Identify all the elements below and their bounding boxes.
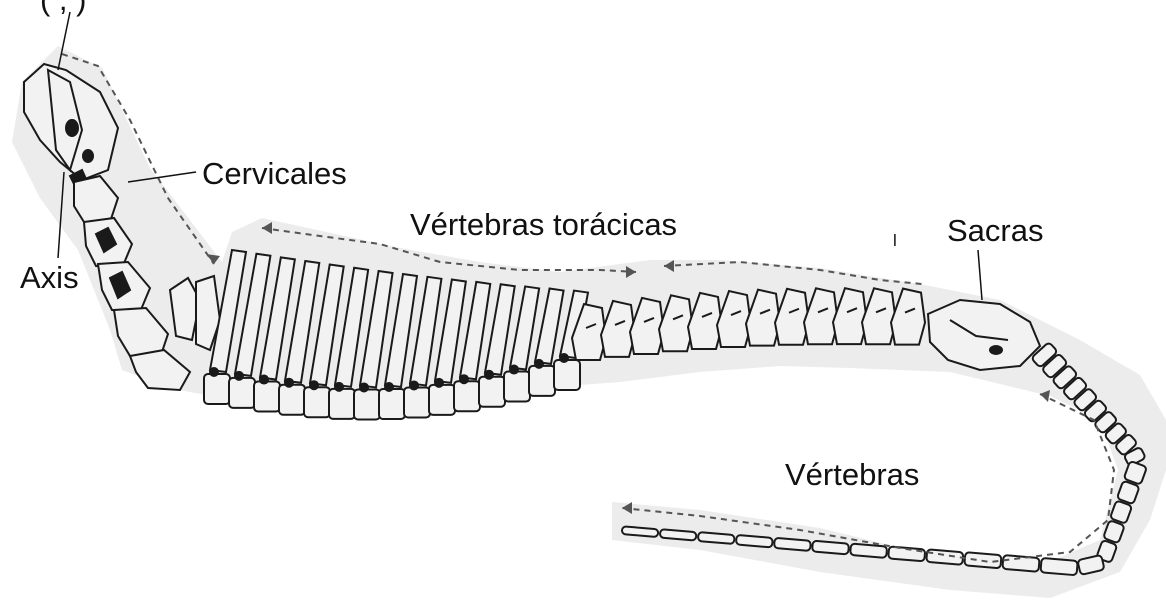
stray-mark: l bbox=[893, 232, 897, 249]
caudal-vertebra bbox=[622, 526, 659, 537]
thoracic-vertebral-body bbox=[354, 389, 380, 419]
thoracic-vertebral-body bbox=[554, 360, 580, 390]
thoracic-rib-head bbox=[209, 367, 219, 377]
thoracic-vertebral-body bbox=[529, 366, 555, 396]
thoracic-vertebral-body bbox=[204, 374, 230, 404]
caudal-vertebra bbox=[850, 544, 887, 558]
thoracic-rib-head bbox=[359, 382, 369, 392]
thoracic-vertebral-body bbox=[379, 389, 405, 419]
thoracic-vertebral-body bbox=[454, 381, 480, 411]
thoracic-rib-head bbox=[409, 380, 419, 390]
thoracic-vertebral-body bbox=[404, 387, 430, 417]
thoracic-vertebral-body bbox=[254, 382, 280, 412]
axis-label: Axis bbox=[20, 262, 79, 293]
caudal-vertebra bbox=[698, 532, 735, 544]
thoracic-vertebral-body bbox=[329, 389, 355, 419]
caudal-vertebra bbox=[774, 538, 811, 551]
thoracic-rib-head bbox=[384, 382, 394, 392]
thoracic-vertebral-body bbox=[279, 385, 305, 415]
caudal-vertebra bbox=[1002, 555, 1039, 572]
thoracic-rib-head bbox=[559, 353, 569, 363]
thoracic-rib-head bbox=[484, 370, 494, 380]
caudal-vertebra bbox=[736, 535, 773, 548]
sacral-label: Sacras bbox=[947, 215, 1043, 246]
thoracic-rib-head bbox=[509, 365, 519, 375]
thoracic-vertebral-body bbox=[479, 377, 505, 407]
thoracic-rib-head bbox=[284, 378, 294, 388]
caudal-vertebra bbox=[812, 541, 849, 555]
thoracic-rib-head bbox=[259, 375, 269, 385]
thoracic-vertebral-body bbox=[504, 372, 530, 402]
caudal-vertebra bbox=[926, 549, 963, 565]
thoracic-rib-head bbox=[459, 374, 469, 384]
sacral-leader-line bbox=[978, 250, 982, 300]
caudal-vertebra bbox=[1040, 558, 1077, 575]
thoracic-rib-head bbox=[434, 378, 444, 388]
partial-top-label: ( , ) bbox=[40, 0, 87, 15]
caudal-label: Vértebras bbox=[785, 459, 919, 490]
thoracic-rib-head bbox=[334, 382, 344, 392]
thoracic-vertebral-body bbox=[429, 385, 455, 415]
cervical-label: Cervicales bbox=[202, 158, 347, 189]
thoracic-label: Vértebras torácicas bbox=[410, 209, 677, 240]
thoracic-vertebral-body bbox=[229, 378, 255, 408]
thoracic-rib-head bbox=[534, 359, 544, 369]
thoracic-vertebral-body bbox=[304, 387, 330, 417]
thoracic-rib-head bbox=[309, 380, 319, 390]
thoracic-rib-head bbox=[234, 371, 244, 381]
caudal-vertebra bbox=[660, 529, 697, 540]
